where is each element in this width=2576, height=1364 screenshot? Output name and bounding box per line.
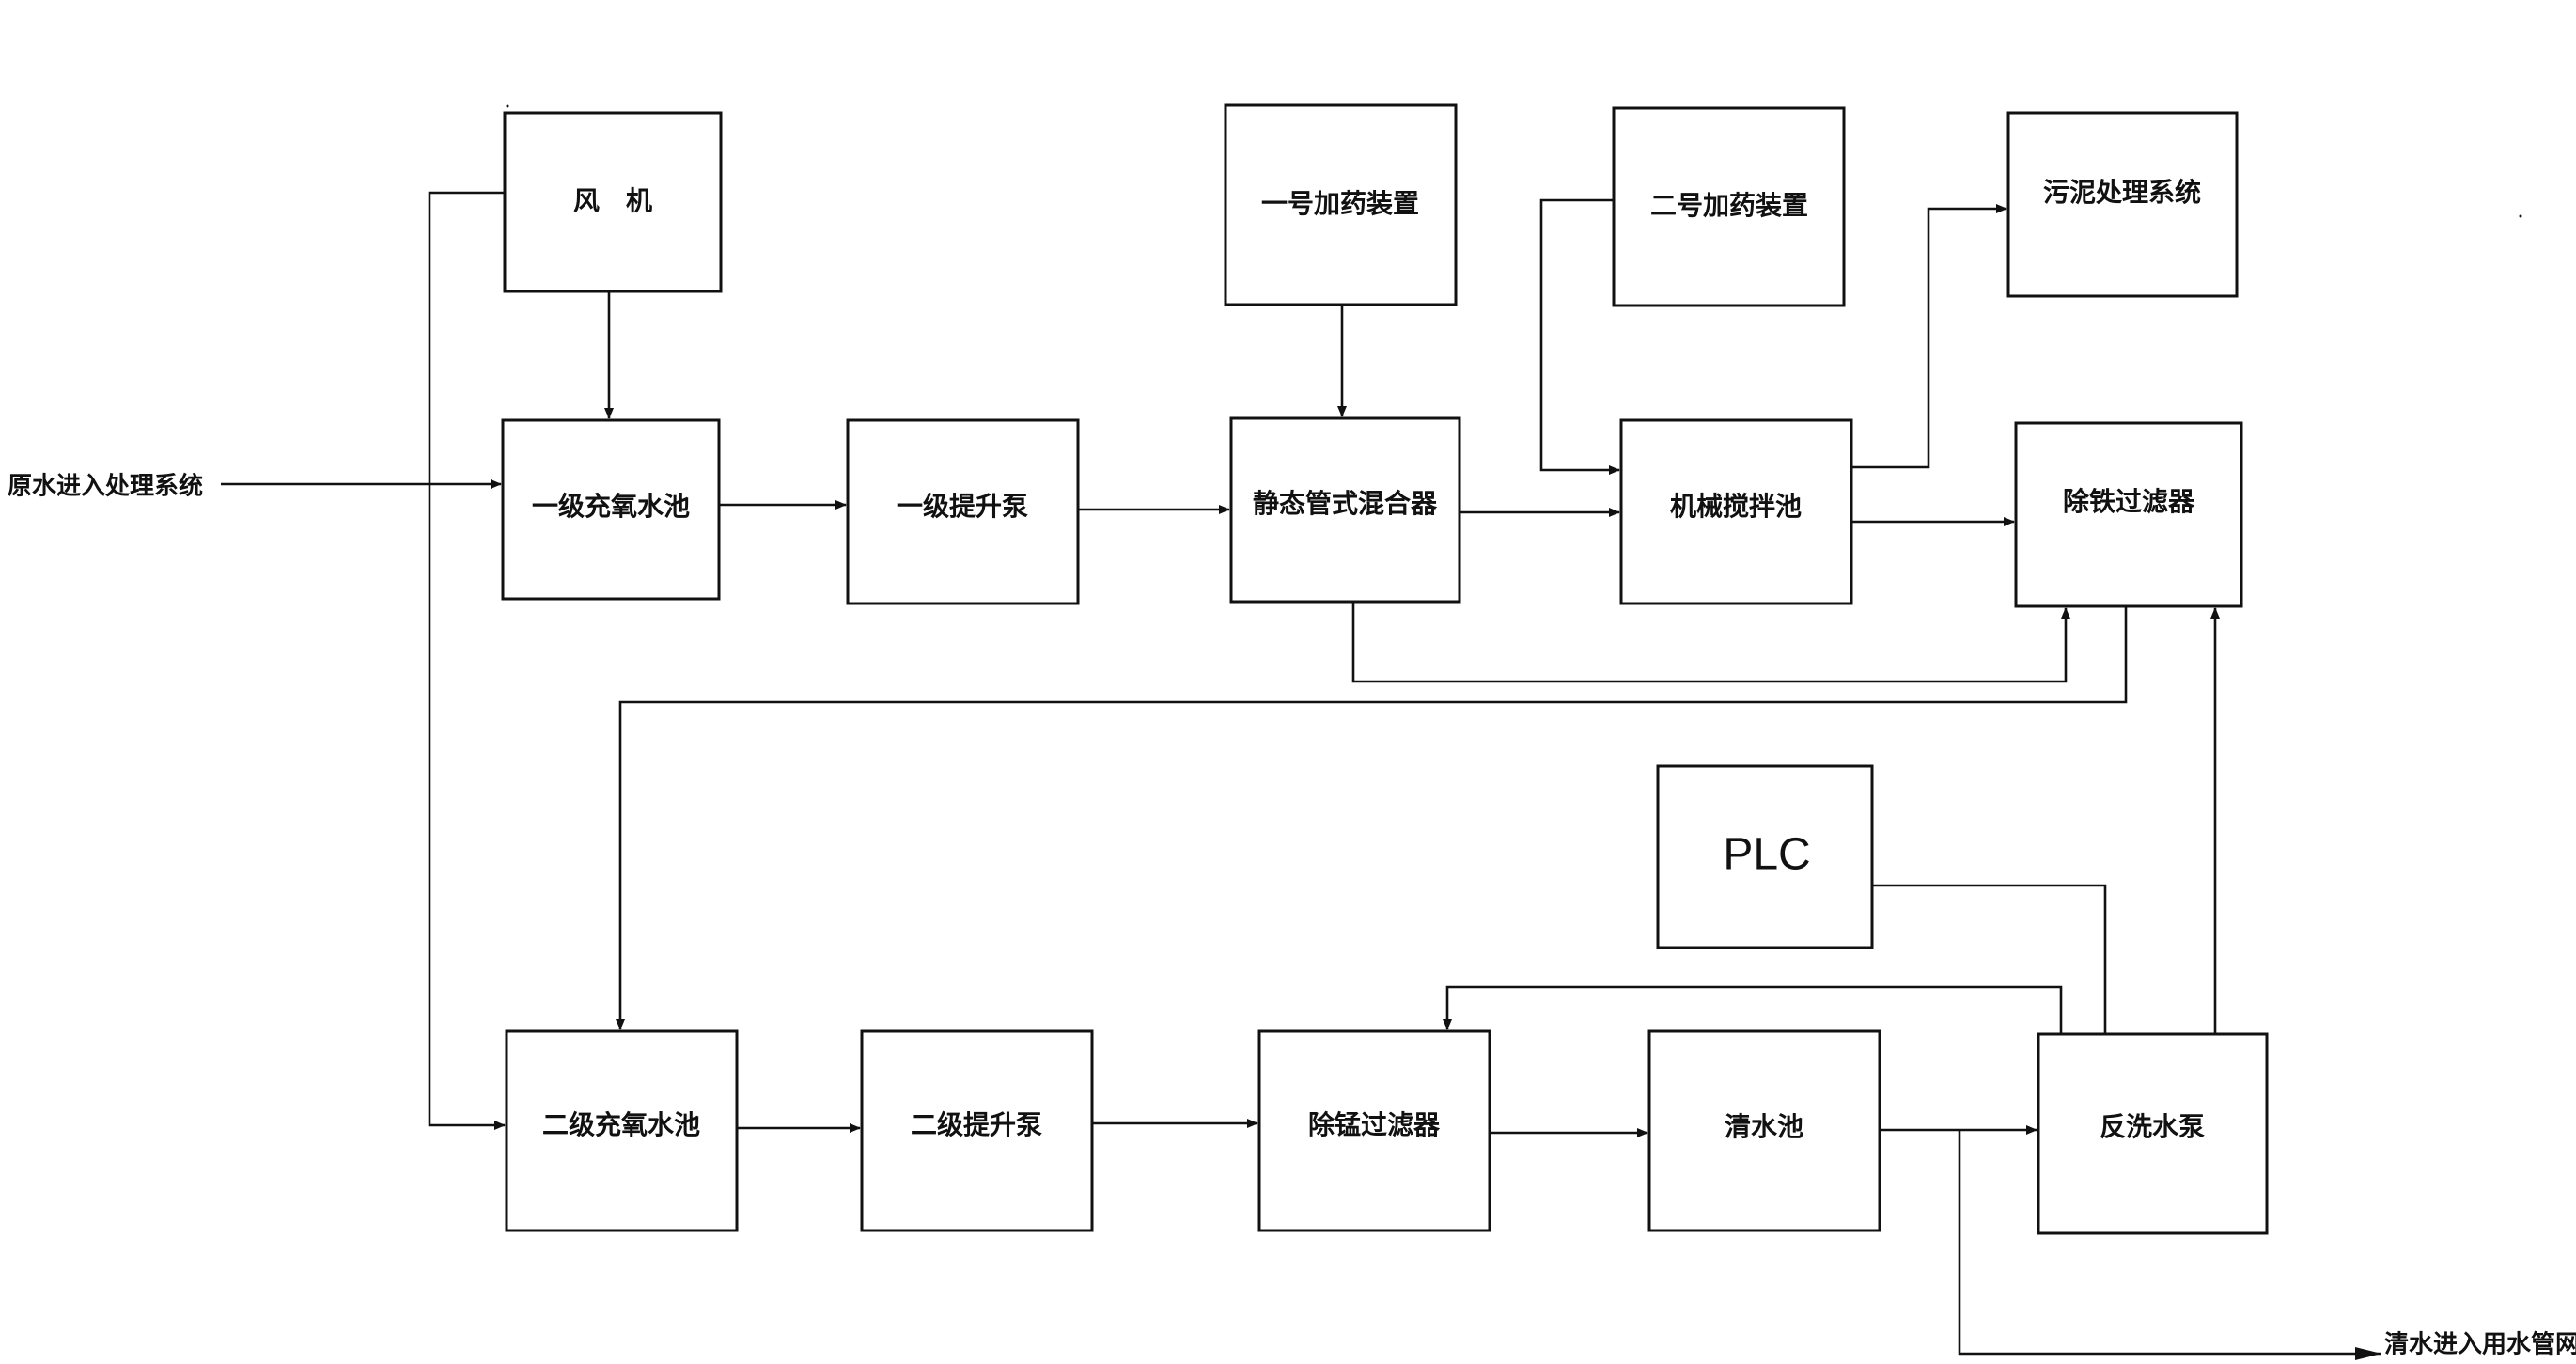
node-aeration-1: 一级充氧水池 bbox=[501, 418, 721, 601]
node-sludge: 污泥处理系统 bbox=[2006, 111, 2239, 298]
node-fan-label: 风 机 bbox=[573, 185, 652, 216]
node-pump-1: 一级提升泵 bbox=[846, 418, 1080, 605]
node-pump-2-label: 二级提升泵 bbox=[911, 1109, 1042, 1140]
edge-dosing2-to-stirring bbox=[1539, 198, 1620, 475]
node-aeration-2-label: 二级充氧水池 bbox=[542, 1109, 700, 1140]
input-label: 原水进入处理系统 bbox=[8, 472, 203, 501]
node-mixer: 静态管式混合器 bbox=[1229, 416, 1461, 604]
edge-clear-pool-to-output bbox=[1958, 1130, 2381, 1360]
edge-backwash-to-mn-filter bbox=[1443, 985, 2063, 1034]
node-plc-label: PLC bbox=[1723, 830, 1810, 880]
node-aeration-2: 二级充氧水池 bbox=[505, 1029, 739, 1232]
node-mn-filter: 除锰过滤器 bbox=[1257, 1029, 1491, 1232]
scan-dot bbox=[2519, 214, 2522, 218]
node-fan: 风 机 bbox=[503, 111, 723, 293]
node-mn-filter-label: 除锰过滤器 bbox=[1308, 1109, 1441, 1140]
edge-iron-filter-to-aeration2 bbox=[616, 606, 2128, 1030]
edge-mixer-to-iron-filter bbox=[1351, 602, 2070, 683]
node-mixer-label: 静态管式混合器 bbox=[1253, 488, 1438, 519]
node-backwash-pump-label: 反洗水泵 bbox=[2100, 1111, 2205, 1142]
node-dosing-2-label: 二号加药装置 bbox=[1650, 190, 1808, 221]
node-plc: PLC bbox=[1656, 764, 1874, 949]
node-sludge-label: 污泥处理系统 bbox=[2043, 177, 2201, 208]
node-clear-pool: 清水池 bbox=[1647, 1029, 1881, 1232]
node-stirring-label: 机械搅拌池 bbox=[1670, 491, 1802, 522]
node-pump-2: 二级提升泵 bbox=[860, 1029, 1094, 1232]
edge-fan-to-aeration2 bbox=[428, 191, 506, 1130]
scan-dot bbox=[506, 104, 509, 108]
node-iron-filter: 除铁过滤器 bbox=[2014, 421, 2243, 608]
edge-stirring-to-sludge bbox=[1851, 204, 2007, 469]
output-label: 清水进入用水管网 bbox=[2384, 1331, 2576, 1359]
node-dosing-2: 二号加药装置 bbox=[1612, 106, 1846, 307]
node-iron-filter-label: 除铁过滤器 bbox=[2063, 486, 2195, 517]
node-backwash-pump: 反洗水泵 bbox=[2037, 1032, 2269, 1235]
node-dosing-1: 一号加药装置 bbox=[1224, 103, 1458, 306]
node-dosing-1-label: 一号加药装置 bbox=[1261, 188, 1419, 219]
node-pump-1-label: 一级提升泵 bbox=[897, 491, 1028, 522]
node-aeration-1-label: 一级充氧水池 bbox=[532, 491, 690, 522]
edge-plc-to-backwash bbox=[1872, 884, 2107, 1034]
node-stirring: 机械搅拌池 bbox=[1619, 418, 1853, 605]
node-clear-pool-label: 清水池 bbox=[1725, 1111, 1803, 1142]
